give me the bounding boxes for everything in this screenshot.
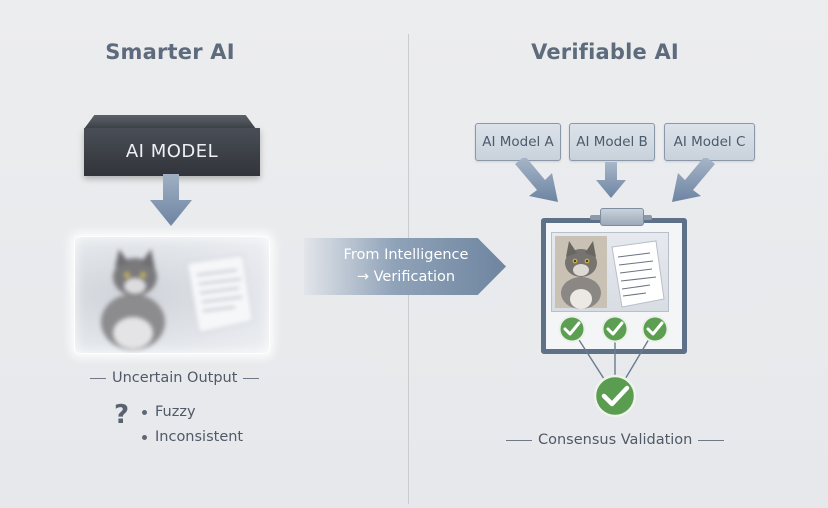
heading-verifiable-ai: Verifiable AI bbox=[531, 40, 679, 64]
ai-model-c-chip: AI Model C bbox=[664, 123, 755, 161]
ai-model-a-chip: AI Model A bbox=[475, 123, 561, 161]
verified-output-card bbox=[551, 232, 669, 312]
document-icon bbox=[186, 254, 254, 334]
caption-line-right bbox=[243, 377, 260, 379]
check-icon bbox=[558, 315, 586, 343]
caption-line-left bbox=[90, 377, 106, 379]
transition-line-1: From Intelligence bbox=[343, 247, 469, 263]
ai-model-box-top bbox=[84, 115, 256, 129]
question-mark-icon: ? bbox=[114, 400, 130, 430]
heading-smarter-ai: Smarter AI bbox=[105, 40, 235, 64]
uncertain-output-label: Uncertain Output bbox=[112, 370, 238, 386]
clipboard-clip-icon bbox=[600, 208, 644, 226]
arrow-down-icon bbox=[150, 174, 192, 226]
model-arrows bbox=[515, 158, 715, 202]
caption-line-left bbox=[506, 439, 532, 441]
consensus-checks bbox=[558, 315, 669, 418]
uncertain-output-card bbox=[74, 236, 270, 354]
bullet-fuzzy-label: Fuzzy bbox=[155, 404, 196, 420]
bullet-dot bbox=[142, 434, 147, 440]
arrow-c-icon bbox=[672, 158, 715, 202]
transition-text: From Intelligence → Verification bbox=[326, 244, 486, 288]
caption-line-right bbox=[698, 439, 725, 441]
ai-model-b-chip: AI Model B bbox=[569, 123, 655, 161]
arrow-b-icon bbox=[596, 162, 626, 198]
cat-image-icon bbox=[555, 236, 607, 309]
check-icon bbox=[601, 315, 629, 343]
bullet-inconsistent-label: Inconsistent bbox=[155, 429, 244, 445]
uncertain-output-caption: Uncertain Output bbox=[84, 370, 260, 386]
transition-arrow bbox=[304, 238, 506, 295]
bullet-dot bbox=[142, 409, 147, 415]
bullet-fuzzy: Fuzzy bbox=[142, 404, 196, 420]
ai-model-box: AI MODEL bbox=[84, 128, 260, 176]
check-icon bbox=[641, 315, 669, 343]
bullet-inconsistent: Inconsistent bbox=[142, 429, 243, 445]
document-icon bbox=[611, 240, 665, 308]
consensus-validation-caption: Consensus Validation bbox=[500, 432, 730, 448]
arrow-a-icon bbox=[515, 158, 558, 202]
cat-image-icon bbox=[101, 249, 165, 350]
consensus-validation-label: Consensus Validation bbox=[538, 432, 693, 448]
transition-line-2: → Verification bbox=[356, 269, 456, 285]
consensus-check-icon bbox=[593, 374, 637, 418]
